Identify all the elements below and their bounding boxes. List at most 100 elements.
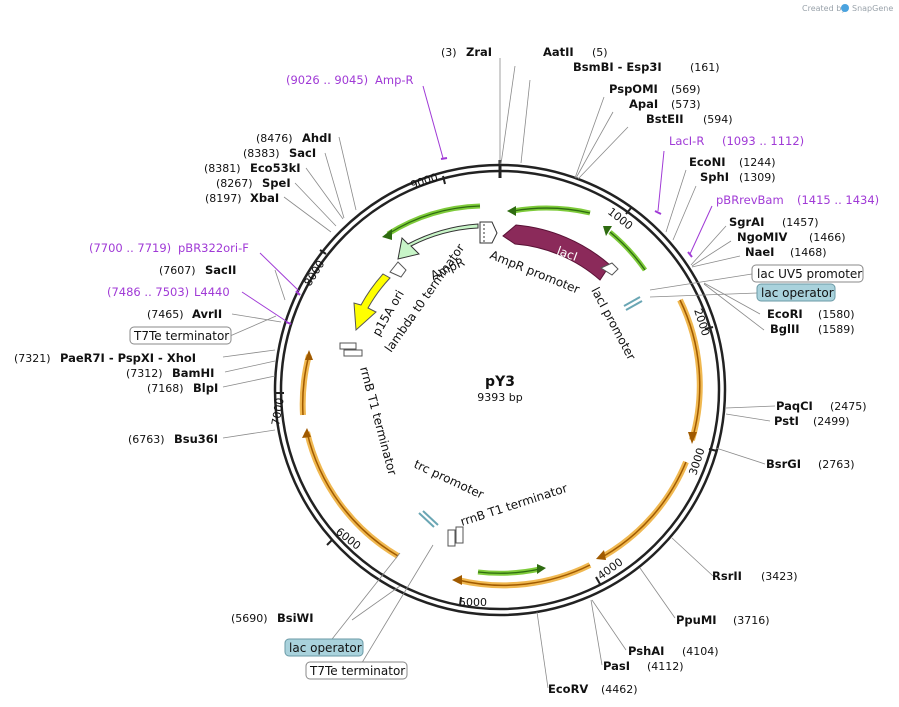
- enzyme-paer7i-pos: (7321): [14, 352, 51, 365]
- primer-laci-r-range: (1093 .. 1112): [722, 134, 804, 148]
- enzyme-pshai-name: PshAI: [628, 644, 664, 658]
- enzyme-avrii-name: AvrII: [192, 307, 222, 321]
- enzyme-econi-pos: (1244): [739, 156, 776, 169]
- enzyme-apai-name: ApaI: [629, 97, 658, 111]
- enzyme-psti-name: PstI: [774, 414, 799, 428]
- laci-feature: [502, 224, 611, 281]
- enzyme-avrii-pos: (7465): [147, 308, 184, 321]
- enzyme-pshai-pos: (4104): [682, 645, 719, 658]
- enzyme-eco53ki-name: Eco53kI: [250, 161, 301, 175]
- enzyme-sacii-name: SacII: [205, 263, 236, 277]
- enzyme-ahdi-pos: (8476): [256, 132, 293, 145]
- primer-pbr322ori-f-range: (7700 .. 7719): [89, 241, 171, 255]
- enzyme-econi-name: EcoNI: [689, 155, 725, 169]
- enzyme-aatii-name: AatII: [543, 45, 574, 59]
- enzyme-bsmbi-name: BsmBI - Esp3I: [573, 60, 662, 74]
- primer-laci-r-name: LacI-R: [669, 134, 704, 148]
- enzyme-bsu36i-pos: (6763): [128, 433, 165, 446]
- enzyme-ecorv-pos: (4462): [601, 683, 638, 696]
- tick-label-8000: 8000: [302, 258, 328, 289]
- boxed-feature-labels: lac UV5 promoter lac operator T7Te termi…: [129, 264, 864, 680]
- ampr-promoter-box: [479, 221, 498, 244]
- enzyme-rsrii-name: RsrII: [712, 569, 742, 583]
- rrnb-t1-marker-bottom: [447, 526, 464, 547]
- primer-connector-lines: [241, 85, 713, 324]
- enzyme-connector-lines: [222, 58, 776, 689]
- enzyme-sacii-pos: (7607): [159, 264, 196, 277]
- primer-pbrrevbam-name: pBRrevBam: [716, 193, 784, 207]
- primer-pbr322ori-f-name: pBR322ori-F: [178, 241, 249, 255]
- enzyme-bsiwi-name: BsiWI: [277, 611, 314, 625]
- enzyme-bsteii-name: BstEII: [646, 112, 684, 126]
- primer-l4440-name: L4440: [194, 285, 230, 299]
- enzyme-sphi-name: SphI: [700, 170, 729, 184]
- enzyme-ngomiv-name: NgoMIV: [737, 230, 787, 244]
- enzyme-labels-left: (5690) BsiWI (6763) Bsu36I (7168) BlpI (…: [14, 131, 332, 625]
- enzyme-bsmbi-pos: (161): [690, 61, 720, 74]
- watermark-created-by: Created by: [802, 4, 846, 13]
- tick-label-5000: 5000: [459, 596, 487, 609]
- laci-promoter-label: lacI promoter: [588, 285, 638, 363]
- t7te-terminator-label-bottom: T7Te terminator: [309, 664, 405, 678]
- lac-operator-label-right: lac operator: [761, 286, 834, 300]
- enzyme-eco53ki-pos: (8381): [204, 162, 241, 175]
- enzyme-bamhi-pos: (7312): [126, 367, 163, 380]
- enzyme-bamhi-name: BamHI: [172, 366, 214, 380]
- enzyme-ecori-name: EcoRI: [767, 307, 803, 321]
- enzyme-bsiwi-pos: (5690): [231, 612, 268, 625]
- enzyme-apai-pos: (573): [671, 98, 701, 111]
- trc-promoter-label: trc promoter: [412, 457, 486, 502]
- enzyme-sgrai-pos: (1457): [782, 216, 819, 229]
- primer-markers: [285, 157, 693, 325]
- enzyme-ppumi-pos: (3716): [733, 614, 770, 627]
- lac-uv5-promoter-label: lac UV5 promoter: [757, 267, 862, 281]
- enzyme-psti-pos: (2499): [813, 415, 850, 428]
- t7te-terminator-label-left: T7Te terminator: [133, 329, 229, 343]
- enzyme-ahdi-name: AhdI: [302, 131, 332, 145]
- rrnb-t1-label-left: rrnB T1 terminator: [357, 365, 399, 477]
- laci-promoter-marker: [599, 262, 619, 276]
- plasmid-size: 9393 bp: [477, 391, 522, 404]
- primer-amp-r-name: Amp-R: [375, 73, 414, 87]
- enzyme-zrai-name: ZraI: [466, 45, 492, 59]
- primer-l4440-range: (7486 .. 7503): [107, 285, 189, 299]
- green-features: [386, 203, 648, 576]
- enzyme-saci-pos: (8383): [243, 147, 280, 160]
- enzyme-sphi-pos: (1309): [739, 171, 776, 184]
- snapgene-logo-icon: [841, 4, 849, 12]
- enzyme-spei-name: SpeI: [262, 176, 291, 190]
- enzyme-bglii-name: BglII: [770, 322, 800, 336]
- orange-features: [299, 298, 703, 589]
- tick-label-3000: 3000: [686, 446, 707, 477]
- green-arrowheads: [382, 206, 612, 574]
- enzyme-naei-name: NaeI: [745, 245, 774, 259]
- laci-label: lacI: [555, 244, 579, 264]
- enzyme-bsteii-pos: (594): [703, 113, 733, 126]
- enzyme-naei-pos: (1468): [790, 246, 827, 259]
- enzyme-paqci-name: PaqCI: [776, 399, 813, 413]
- enzyme-spei-pos: (8267): [216, 177, 253, 190]
- enzyme-aatii-pos: (5): [592, 46, 608, 59]
- enzyme-blpi-name: BlpI: [193, 381, 218, 395]
- enzyme-sgrai-name: SgrAI: [729, 215, 764, 229]
- enzyme-pasi-name: PasI: [603, 659, 630, 673]
- enzyme-labels-right: (3) ZraI AatII (5) BsmBI - Esp3I (161) P…: [441, 45, 867, 696]
- enzyme-ngomiv-pos: (1466): [809, 231, 846, 244]
- enzyme-zrai-pos: (3): [441, 46, 457, 59]
- tick-marks: [276, 175, 718, 606]
- ampr-feature: [397, 223, 479, 260]
- enzyme-bsu36i-name: Bsu36I: [174, 432, 218, 446]
- enzyme-bglii-pos: (1589): [818, 323, 855, 336]
- lac-operator-marker-right: [623, 296, 643, 311]
- lambda-t0-marker: [389, 261, 407, 278]
- enzyme-pspomi-name: PspOMI: [609, 82, 658, 96]
- enzyme-pasi-pos: (4112): [647, 660, 684, 673]
- feature-connector-lines: [229, 273, 758, 672]
- primer-amp-r-range: (9026 .. 9045): [286, 73, 368, 87]
- backbone-outer-strand: [273, 163, 727, 617]
- tick-label-9000: 9000: [409, 171, 440, 192]
- enzyme-saci-name: SacI: [289, 146, 316, 160]
- orange-arrowheads: [302, 350, 697, 585]
- enzyme-rsrii-pos: (3423): [761, 570, 798, 583]
